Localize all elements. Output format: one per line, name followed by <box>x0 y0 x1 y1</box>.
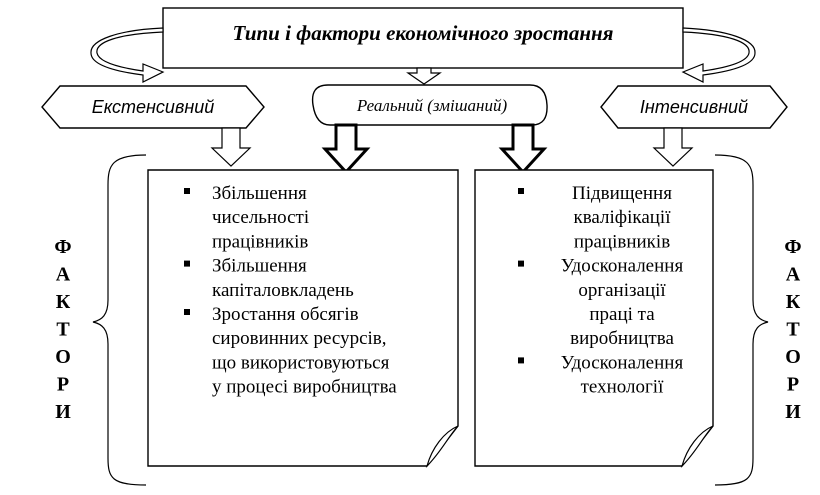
bullet-icon <box>518 260 524 267</box>
side-label-letter: И <box>55 401 71 423</box>
factor-line: Удосконалення <box>561 352 684 373</box>
side-label-letter: К <box>786 291 801 313</box>
factor-line: що використовуються <box>212 352 390 373</box>
side-label-letter: А <box>786 264 801 286</box>
type-intensive-label: Інтенсивний <box>640 97 748 117</box>
bullet-icon <box>518 188 524 194</box>
side-label-letter: Т <box>786 319 800 341</box>
side-label-letter: Т <box>56 319 70 341</box>
bullet-icon <box>184 309 190 315</box>
factor-line: працівників <box>212 231 308 252</box>
factor-line: працівників <box>574 231 670 252</box>
side-label-letter: Р <box>57 374 69 396</box>
factor-line: сировинних ресурсів, <box>212 328 387 349</box>
factor-line: виробництва <box>570 328 674 349</box>
factor-line: Підвищення <box>572 183 672 204</box>
bullet-icon <box>184 260 190 267</box>
factor-line: чисельності <box>212 207 309 228</box>
side-label-letter: Р <box>787 374 799 396</box>
side-label-letter: О <box>55 346 71 368</box>
left-brace <box>92 154 147 486</box>
type-mixed-label: Реальний (змішаний) <box>356 96 508 115</box>
side-label-letter: О <box>785 346 801 368</box>
diagram-title: Типи і фактори економічного зростання <box>233 21 614 45</box>
arrow-intensive-down <box>652 127 694 167</box>
bullet-icon <box>184 188 190 194</box>
factor-line: у процесі виробництва <box>212 377 397 398</box>
side-label-letter: К <box>56 291 71 313</box>
factor-line: технології <box>581 377 664 398</box>
right-brace <box>714 154 769 486</box>
arrow-title-to-mixed <box>406 67 442 85</box>
type-box-extensive: Екстенсивний <box>41 85 265 129</box>
side-label-letter: Ф <box>784 236 801 258</box>
arrow-mixed-left-down <box>321 123 371 175</box>
title-box: Типи і фактори економічного зростання <box>162 7 684 69</box>
curved-arrow-left <box>90 27 165 83</box>
factor-line: організації <box>578 280 666 301</box>
arrow-mixed-right-down <box>498 123 548 175</box>
factor-line: Збільшення <box>212 183 307 204</box>
factor-box-extensive <box>147 169 459 469</box>
side-label-letter: И <box>785 401 801 423</box>
factor-line: кваліфікації <box>573 207 671 228</box>
type-extensive-label: Екстенсивний <box>92 97 215 117</box>
curved-arrow-right <box>681 27 756 83</box>
factor-list-extensive: ЗбільшеннячисельностіпрацівниківЗбільшен… <box>184 183 397 398</box>
factor-list-intensive: Підвищення кваліфікації працівниківУдоскон… <box>518 183 683 398</box>
bullet-icon <box>518 357 524 364</box>
factor-box-intensive <box>474 169 714 469</box>
factor-line: Збільшення <box>212 256 307 277</box>
type-box-intensive: Інтенсивний <box>600 85 788 129</box>
factor-line: Удосконалення <box>561 256 684 277</box>
type-box-mixed: Реальний (змішаний) <box>311 84 548 126</box>
side-label-letter: Ф <box>54 236 71 258</box>
factor-line: капіталовкладень <box>212 280 354 301</box>
factor-line: Зростання обсягів <box>212 304 359 325</box>
factor-line: праці та <box>589 304 655 325</box>
arrow-extensive-down <box>210 127 252 167</box>
side-label-letter: А <box>56 264 71 286</box>
